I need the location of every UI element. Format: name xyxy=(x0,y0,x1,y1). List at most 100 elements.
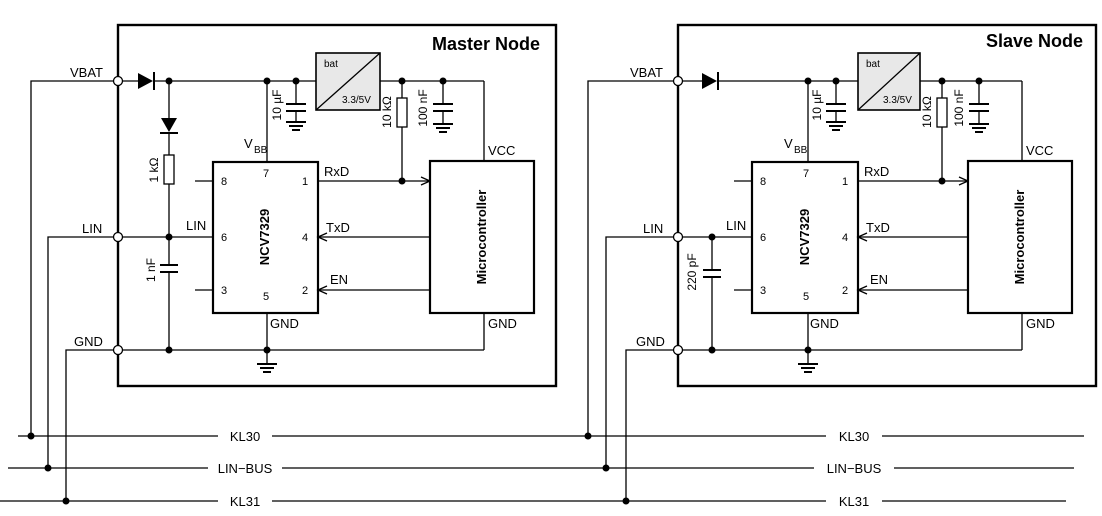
slave-transceiver-chip xyxy=(750,160,860,315)
master-node: Master Node VBAT LIN GND 1 kΩ xyxy=(27,23,558,505)
master-txd-label: TxD xyxy=(326,220,350,235)
master-cap-1n-label: 1 nF xyxy=(144,258,158,282)
wire xyxy=(856,232,868,242)
master-vbb-label: V xyxy=(244,136,253,151)
master-pin-7: 7 xyxy=(263,168,269,180)
slave-cap-10u-label: 10 µF xyxy=(810,90,824,121)
master-diode-vertical xyxy=(160,118,178,134)
master-rxd-label: RxD xyxy=(324,164,349,179)
slave-gnd-label: GND xyxy=(636,334,665,349)
slave-vbb-sub: BB xyxy=(794,145,808,156)
slave-mcu-gnd-label: GND xyxy=(1026,316,1055,331)
slave-cap-100n-label: 100 nF xyxy=(952,89,966,126)
slave-lin-to-linbus xyxy=(605,236,678,468)
slave-vbat-to-kl30 xyxy=(587,80,678,436)
master-mcu-gnd-label: GND xyxy=(488,316,517,331)
slave-vbb-label: V xyxy=(784,136,793,151)
kl30-label: KL30 xyxy=(230,429,260,444)
wire xyxy=(857,52,921,111)
junction xyxy=(27,432,35,440)
kl31-label-right: KL31 xyxy=(839,494,869,509)
master-node-box xyxy=(116,23,558,388)
wire xyxy=(316,285,328,295)
master-resistor-1k xyxy=(163,154,175,185)
junction xyxy=(622,497,630,505)
slave-node-box xyxy=(676,23,1098,388)
master-resistor-10k xyxy=(396,97,408,128)
slave-pin-7: 7 xyxy=(803,168,809,180)
master-vbb-sub: BB xyxy=(254,145,268,156)
master-cap-100n-ground xyxy=(433,123,453,133)
slave-pin-2: 2 xyxy=(842,285,848,297)
slave-vbat-label: VBAT xyxy=(630,65,663,80)
slave-pin-5: 5 xyxy=(803,291,809,303)
slave-cap-10u-ground xyxy=(826,121,846,131)
slave-chip-gnd-label: GND xyxy=(810,316,839,331)
slave-node-title: Slave Node xyxy=(986,31,1083,51)
master-pin-1: 1 xyxy=(302,176,308,188)
master-vbat-to-kl30 xyxy=(30,80,118,436)
master-chip-lin-label: LIN xyxy=(186,218,206,233)
slave-mcu-label: Microcontroller xyxy=(1012,190,1027,285)
master-cap-100n-label: 100 nF xyxy=(416,89,430,126)
master-ground-symbol xyxy=(257,363,277,373)
slave-resistor-10k xyxy=(936,97,948,128)
slave-txd-label: TxD xyxy=(866,220,890,235)
slave-lin-label: LIN xyxy=(643,221,663,236)
slave-gnd-terminal xyxy=(672,344,684,356)
master-en-label: EN xyxy=(330,272,348,287)
bus-lines: KL30 KL30 LIN−BUS LIN−BUS KL31 KL31 xyxy=(0,429,1084,509)
wire xyxy=(856,285,868,295)
slave-diode-series xyxy=(702,72,719,90)
junction xyxy=(602,464,610,472)
master-resistor-1k-label: 1 kΩ xyxy=(147,157,161,182)
slave-pin-1: 1 xyxy=(842,176,848,188)
junction xyxy=(584,432,592,440)
master-gnd-label: GND xyxy=(74,334,103,349)
slave-regulator-out: 3.3/5V xyxy=(883,95,912,106)
kl30-label-right: KL30 xyxy=(839,429,869,444)
slave-rxd-label: RxD xyxy=(864,164,889,179)
kl31-label: KL31 xyxy=(230,494,260,509)
master-pin-6: 6 xyxy=(221,232,227,244)
junction xyxy=(62,497,70,505)
slave-ground-symbol xyxy=(798,363,818,373)
linbus-label-right: LIN−BUS xyxy=(827,461,882,476)
wire xyxy=(316,232,328,242)
slave-cap-100n-ground xyxy=(969,123,989,133)
slave-cap-220p-label: 220 pF xyxy=(685,253,699,290)
slave-pin-6: 6 xyxy=(760,232,766,244)
slave-en-label: EN xyxy=(870,272,888,287)
master-vcc-label: VCC xyxy=(488,143,515,158)
master-cap-10u-ground xyxy=(286,121,306,131)
slave-pin-4: 4 xyxy=(842,232,848,244)
master-regulator-in: bat xyxy=(324,59,338,70)
junction xyxy=(44,464,52,472)
master-pin-4: 4 xyxy=(302,232,308,244)
slave-pin-8: 8 xyxy=(760,176,766,188)
master-pin-5: 5 xyxy=(263,291,269,303)
slave-node: Slave Node VBAT LIN GND LIN 220 pF xyxy=(584,23,1098,505)
master-vbat-terminal xyxy=(112,75,124,87)
slave-resistor-10k-label: 10 kΩ xyxy=(920,96,934,128)
master-vbat-label: VBAT xyxy=(70,65,103,80)
master-chip-name: NCV7329 xyxy=(257,209,272,265)
slave-gnd-to-kl31 xyxy=(625,349,678,501)
slave-chip-lin-label: LIN xyxy=(726,218,746,233)
master-pin-3: 3 xyxy=(221,285,227,297)
master-node-title: Master Node xyxy=(432,34,540,54)
master-gnd-terminal xyxy=(112,344,124,356)
linbus-label: LIN−BUS xyxy=(218,461,273,476)
slave-vbat-terminal xyxy=(672,75,684,87)
master-pin-2: 2 xyxy=(302,285,308,297)
master-lin-to-linbus xyxy=(47,236,118,468)
master-pin-8: 8 xyxy=(221,176,227,188)
slave-microcontroller xyxy=(966,159,1074,315)
slave-vcc-label: VCC xyxy=(1026,143,1053,158)
master-mcu-label: Microcontroller xyxy=(474,190,489,285)
master-regulator-out: 3.3/5V xyxy=(342,95,371,106)
slave-lin-terminal xyxy=(672,231,684,243)
slave-pin-3: 3 xyxy=(760,285,766,297)
slave-chip-name: NCV7329 xyxy=(797,209,812,265)
